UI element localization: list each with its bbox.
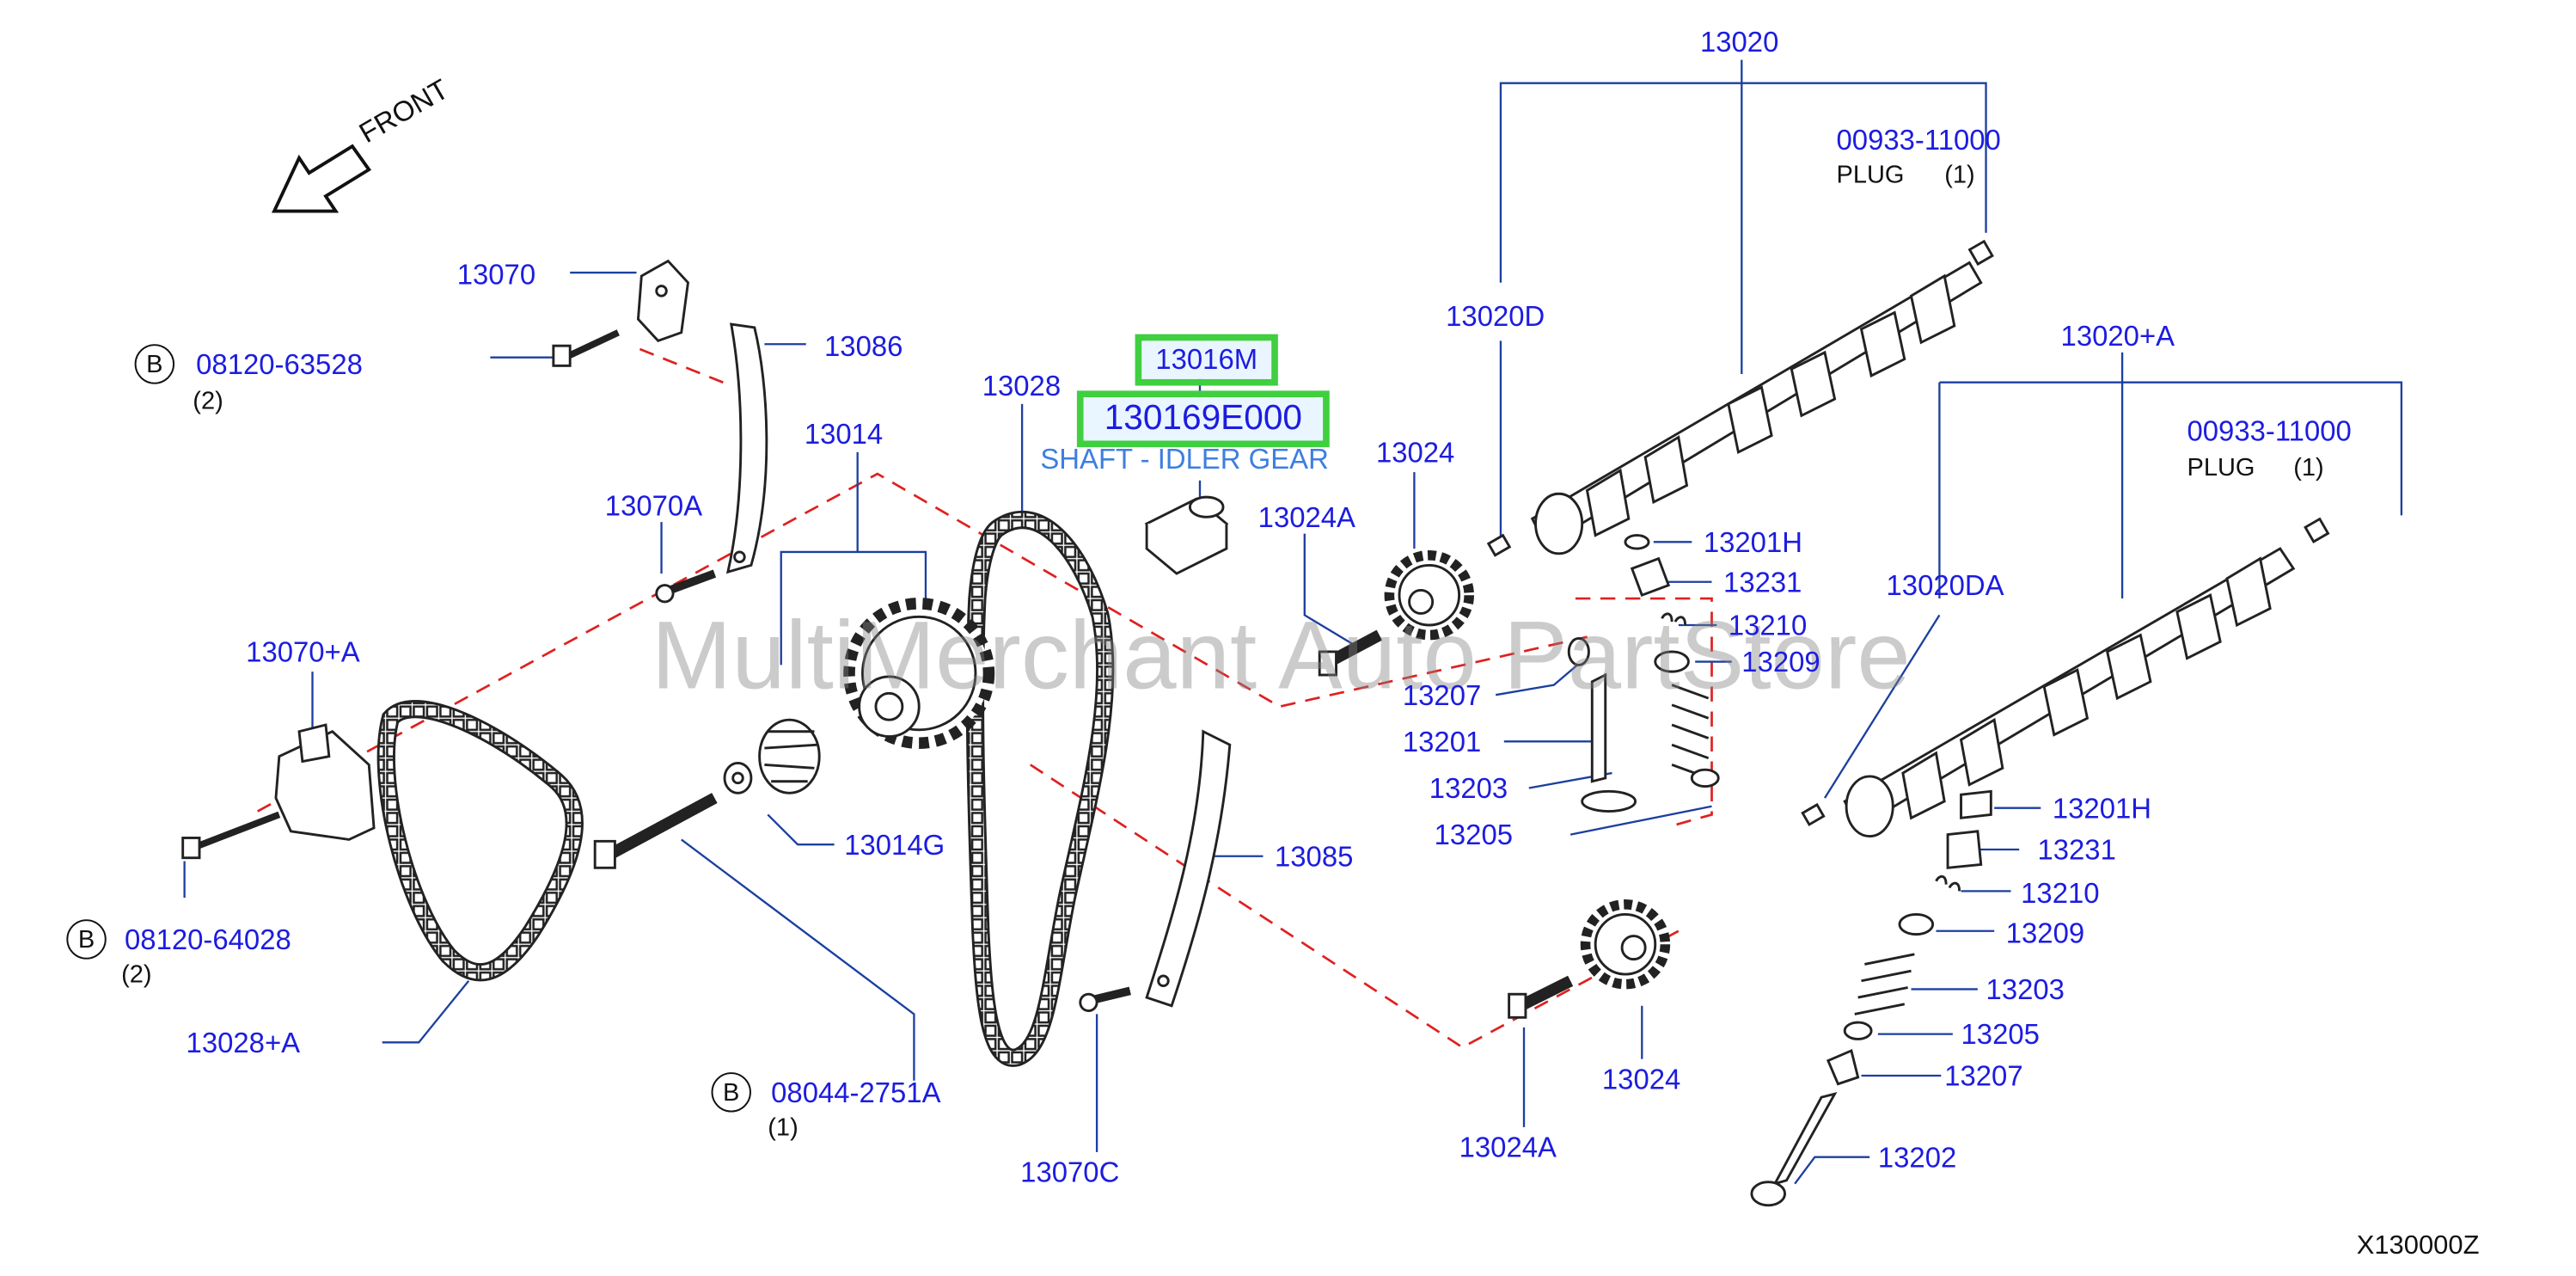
label-13231-lower[interactable]: 13231 (2037, 834, 2116, 867)
label-13231-upper[interactable]: 13231 (1723, 567, 1802, 599)
timing-chain-small (376, 700, 584, 982)
label-b2-part[interactable]: 08120-64028 (125, 924, 291, 956)
label-13085[interactable]: 13085 (1274, 841, 1354, 874)
label-13070[interactable]: 13070 (456, 259, 536, 291)
chain-tensioner-13070 (552, 259, 689, 367)
idler-gear-shaft-icon (1144, 495, 1229, 575)
label-13014[interactable]: 13014 (804, 419, 884, 451)
leader-lines (183, 59, 2403, 1185)
label-13201-upper[interactable]: 13201 (1402, 726, 1482, 758)
part-ref-text: 13016M (1141, 340, 1272, 379)
label-b2-qty: (2) (121, 960, 152, 990)
label-13028[interactable]: 13028 (982, 371, 1062, 402)
label-plug2-name: PLUG (2187, 453, 2255, 482)
part-number-text: 130169E000 (1083, 397, 1324, 441)
label-13202[interactable]: 13202 (1877, 1142, 1957, 1175)
label-13207-lower[interactable]: 13207 (1944, 1060, 2023, 1093)
label-plug2-qty: (1) (2293, 453, 2324, 482)
label-plug1-qty: (1) (1944, 161, 1975, 190)
label-13203-upper[interactable]: 13203 (1429, 773, 1508, 805)
label-13070A[interactable]: 13070A (604, 490, 703, 523)
camshaft-13020 (1486, 239, 1994, 557)
label-13209-lower[interactable]: 13209 (2005, 917, 2085, 950)
label-13070pA[interactable]: 13070+A (246, 636, 360, 669)
label-b3-qty: (1) (768, 1113, 798, 1143)
highlight-description: SHAFT - IDLER GEAR (1040, 444, 1329, 475)
b-symbol-1: B (134, 344, 175, 384)
sprocket-13024-bottom (1580, 899, 1671, 990)
label-13024-top[interactable]: 13024 (1375, 437, 1455, 469)
chain-guide-13086 (725, 322, 768, 574)
label-13205-upper[interactable]: 13205 (1434, 819, 1514, 851)
chain-tensioner-13070A (181, 723, 376, 860)
label-13024A-top[interactable]: 13024A (1257, 501, 1356, 534)
front-arrow-icon (271, 144, 372, 213)
highlight-part-ref[interactable]: 13016M (1135, 334, 1278, 386)
label-13024A-bottom[interactable]: 13024A (1459, 1132, 1557, 1164)
label-plug2-number[interactable]: 00933-11000 (2187, 415, 2352, 448)
watermark: MultiMerchant Auto PartStore (651, 601, 1911, 710)
highlight-part-number[interactable]: 130169E000 (1076, 390, 1330, 448)
label-13070C[interactable]: 13070C (1020, 1156, 1120, 1189)
label-13210-upper[interactable]: 13210 (1728, 610, 1808, 642)
label-plug1-name: PLUG (1836, 161, 1905, 190)
label-plug1-number[interactable]: 00933-11000 (1836, 125, 2001, 156)
label-13024-bottom[interactable]: 13024 (1601, 1064, 1681, 1096)
label-13201H-lower[interactable]: 13201H (2052, 793, 2152, 825)
label-b1-part[interactable]: 08120-63528 (196, 349, 363, 381)
label-13210-lower[interactable]: 13210 (2021, 877, 2100, 910)
label-13201H-upper[interactable]: 13201H (1703, 526, 1803, 559)
b-symbol-3: B (711, 1072, 751, 1113)
chain-guide-13085 (1145, 729, 1232, 1008)
label-13020D[interactable]: 13020D (1446, 300, 1545, 333)
label-13028pA[interactable]: 13028+A (186, 1027, 301, 1059)
valve-train-upper (1567, 534, 1720, 813)
bolts (593, 569, 1574, 1019)
sprocket-13024-top (1384, 549, 1475, 641)
label-13020[interactable]: 13020 (1699, 26, 1779, 58)
label-b1-qty: (2) (193, 387, 223, 416)
label-13205-lower[interactable]: 13205 (1961, 1019, 2040, 1051)
label-13020A[interactable]: 13020+A (2060, 321, 2175, 353)
label-13203-lower[interactable]: 13203 (1986, 974, 2065, 1006)
camshaft-13020A (1801, 517, 2330, 838)
b-symbol-2: B (66, 919, 107, 960)
diagram-code: X130000Z (2356, 1231, 2480, 1261)
label-13207-upper[interactable]: 13207 (1402, 679, 1482, 712)
label-b3-part[interactable]: 08044-2751A (771, 1077, 941, 1109)
label-13014G[interactable]: 13014G (844, 829, 945, 862)
label-13209-upper[interactable]: 13209 (1741, 647, 1820, 678)
label-13020DA[interactable]: 13020DA (1886, 570, 2004, 602)
valve-train-lower (1750, 789, 1992, 1207)
label-13086[interactable]: 13086 (824, 330, 903, 363)
gear-13014G (723, 718, 821, 794)
sprocket-idler (843, 598, 995, 750)
timing-chain-large (965, 510, 1115, 1067)
